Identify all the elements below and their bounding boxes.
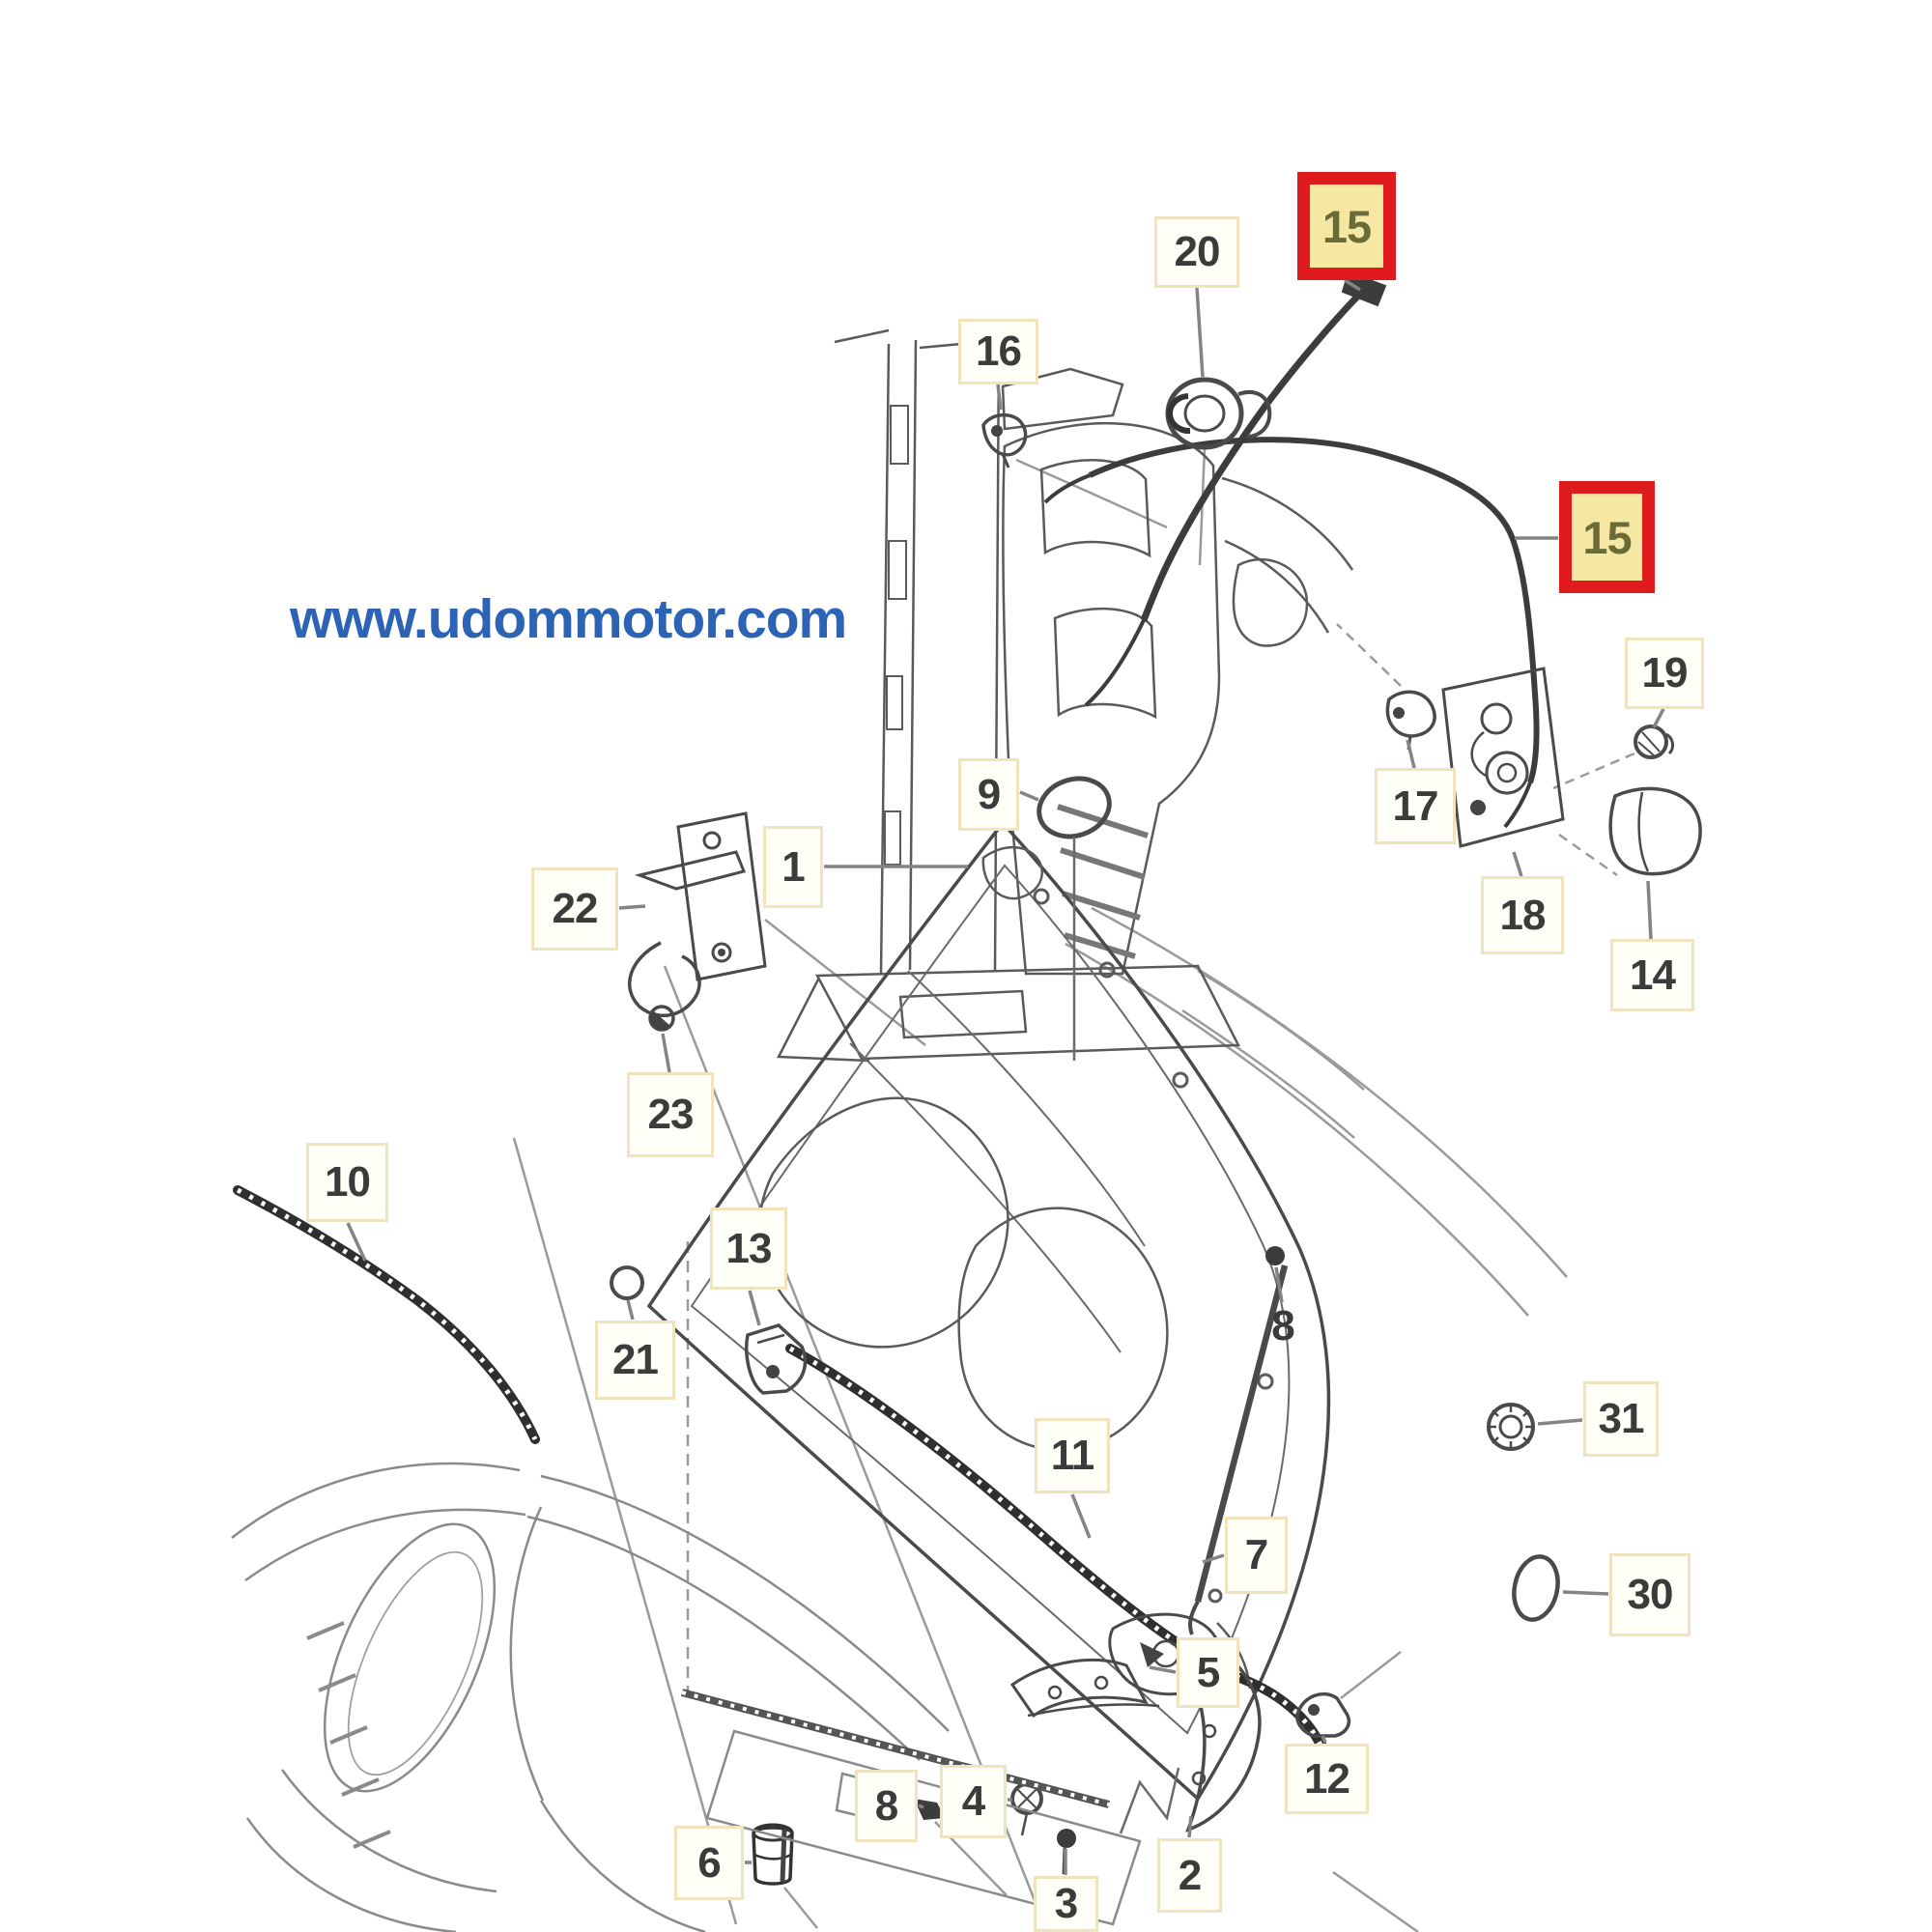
part-label-22[interactable]: 22	[531, 867, 618, 951]
bolt-part-19	[1634, 724, 1675, 759]
car-front-body	[231, 1462, 1142, 1932]
part-label-1[interactable]: 1	[763, 826, 823, 908]
part-label-6[interactable]: 6	[674, 1826, 744, 1900]
grommet-part-31	[1487, 1403, 1535, 1451]
part-label-8[interactable]: 8	[855, 1770, 918, 1842]
part-label-5[interactable]: 5	[1177, 1637, 1239, 1708]
clip-part-16	[981, 412, 1028, 469]
washer-part-21	[610, 1265, 644, 1300]
part-label-16[interactable]: 16	[958, 319, 1038, 384]
bolt-part-8-upper	[1265, 1246, 1285, 1265]
part-label-18[interactable]: 18	[1481, 876, 1564, 954]
part-label-17[interactable]: 17	[1375, 768, 1456, 844]
part-label-3[interactable]: 3	[1034, 1876, 1098, 1932]
leader-lines	[346, 278, 1665, 1875]
weatherstrip-part-10	[233, 1185, 540, 1444]
part-label-8[interactable]: 8	[1271, 1302, 1294, 1350]
striker-part-22	[628, 811, 767, 1017]
grommet-part-20	[1165, 377, 1272, 450]
part-label-19[interactable]: 19	[1625, 638, 1704, 709]
bolt-part-23	[648, 1005, 675, 1032]
part-label-10[interactable]: 10	[306, 1143, 388, 1222]
plug-part-9	[1037, 776, 1112, 1061]
part-label-9[interactable]: 9	[958, 758, 1019, 831]
part-label-15[interactable]: 15	[1297, 172, 1396, 280]
hood-release-cable	[1043, 270, 1540, 829]
cover-part-14	[1608, 786, 1702, 876]
part-label-15[interactable]: 15	[1559, 481, 1655, 593]
part-label-11[interactable]: 11	[1035, 1418, 1110, 1493]
oring-part-30	[1512, 1554, 1560, 1622]
part-label-20[interactable]: 20	[1154, 216, 1239, 288]
part-label-21[interactable]: 21	[595, 1321, 675, 1400]
part-label-30[interactable]: 30	[1609, 1553, 1690, 1636]
watermark-text: www.udommotor.com	[290, 588, 847, 650]
part-label-13[interactable]: 13	[710, 1208, 787, 1290]
part-label-2[interactable]: 2	[1157, 1838, 1222, 1913]
part-label-7[interactable]: 7	[1225, 1517, 1288, 1594]
prop-rod-part-7	[1188, 1246, 1289, 1635]
part-label-4[interactable]: 4	[940, 1765, 1007, 1838]
clip-part-13	[745, 1323, 808, 1395]
hood-seal-part-11	[785, 1344, 1328, 1757]
part-label-12[interactable]: 12	[1285, 1744, 1369, 1814]
part-label-23[interactable]: 23	[627, 1072, 714, 1157]
part-label-31[interactable]: 31	[1583, 1381, 1659, 1457]
part-label-14[interactable]: 14	[1610, 939, 1694, 1011]
